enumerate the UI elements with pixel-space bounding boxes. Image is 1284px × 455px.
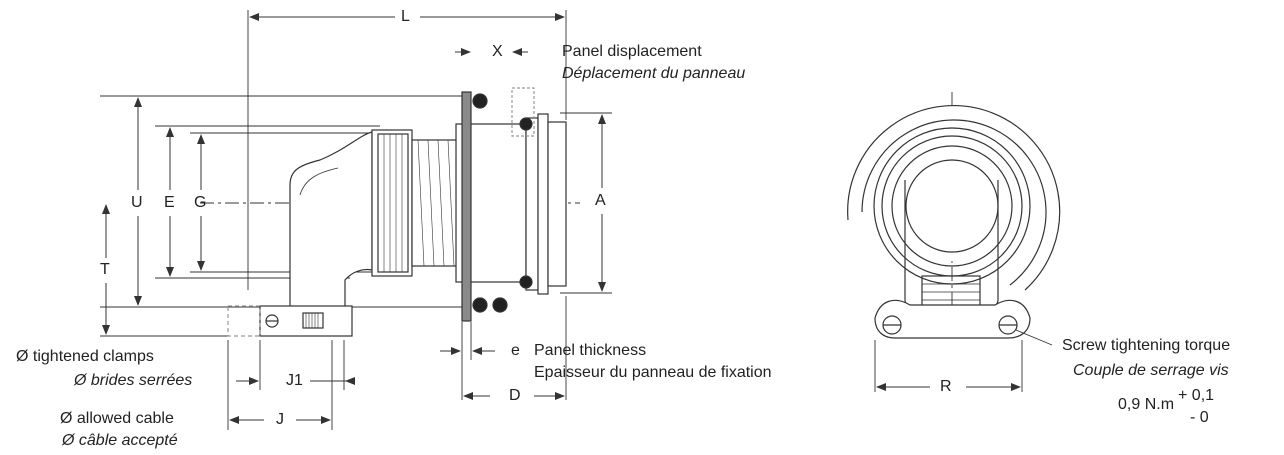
- dim-label-E: E: [164, 194, 175, 211]
- screw-torque-tol-minus: - 0: [1190, 409, 1209, 426]
- dim-label-G: G: [194, 194, 207, 211]
- dim-label-A: A: [595, 192, 606, 209]
- tightened-clamps-label-fr: Ø brides serrées: [74, 372, 193, 389]
- allowed-cable-label-fr: Ø câble accepté: [62, 432, 178, 449]
- dim-label-U: U: [131, 194, 143, 211]
- screw-torque-label-fr: Couple de serrage vis: [1073, 362, 1229, 379]
- screw-torque-label: Screw tightening torque: [1062, 337, 1231, 354]
- panel-displacement-label-fr: Déplacement du panneau: [562, 65, 746, 82]
- dim-label-J1: J1: [286, 372, 303, 389]
- dim-label-D: D: [509, 387, 521, 404]
- side-dimension-lines: [102, 13, 606, 424]
- front-view: [847, 92, 1061, 392]
- dim-label-T: T: [100, 261, 110, 278]
- dim-label-R: R: [940, 378, 952, 395]
- dim-label-L: L: [401, 8, 410, 25]
- panel-displacement-label: Panel displacement: [562, 43, 702, 60]
- screw-torque-tol-plus: + 0,1: [1178, 387, 1215, 404]
- dim-label-e: e: [511, 342, 520, 359]
- panel-thickness-label: Panel thickness: [534, 342, 647, 359]
- side-view: [100, 10, 612, 430]
- dim-label-J: J: [276, 411, 284, 428]
- dim-label-X: X: [492, 43, 503, 60]
- tightened-clamps-label: Ø tightened clamps: [16, 348, 154, 365]
- panel-thickness-label-fr: Epaisseur du panneau de fixation: [534, 364, 772, 381]
- allowed-cable-label: Ø allowed cable: [60, 410, 174, 427]
- screw-torque-value: 0,9 N.m: [1118, 396, 1175, 413]
